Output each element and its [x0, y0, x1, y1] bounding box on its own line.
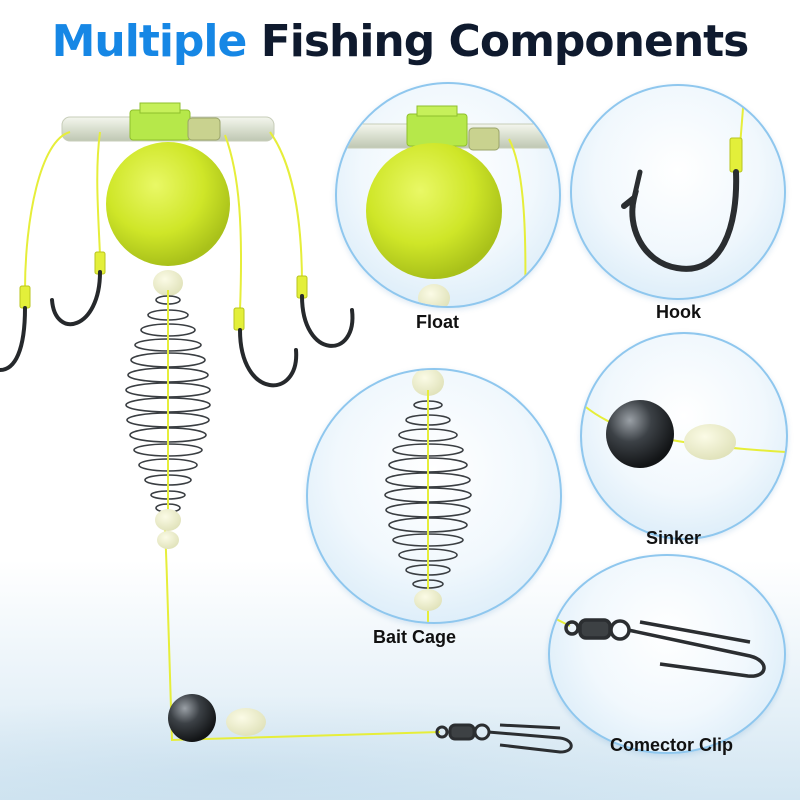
connector-clip-label: Comector Clip: [610, 735, 734, 755]
sinker-icon: [582, 400, 786, 468]
sinker-detail-circle: [580, 332, 788, 540]
main-hooks: [0, 270, 355, 388]
hook-label: Hook: [656, 302, 701, 322]
bait-cage-detail-circle: [306, 368, 562, 624]
float-label: Float: [416, 312, 459, 332]
page-title: Multiple Fishing Components: [0, 12, 800, 72]
bait-cage-label: Bait Cage: [373, 627, 457, 647]
float-icon: [337, 105, 559, 306]
connector-clip-detail-circle: [548, 554, 786, 754]
title-highlight: Multiple: [51, 16, 248, 67]
sinker-label: Sinker: [646, 528, 702, 548]
hook-detail-circle: [570, 84, 786, 300]
main-sinker: [168, 694, 216, 742]
float-clip: [129, 109, 191, 141]
connector-clip-icon: [550, 615, 766, 678]
main-connector-clip: [435, 723, 573, 754]
main-float: [106, 142, 230, 266]
float-detail-circle: [335, 82, 561, 308]
hook-icon: [621, 95, 745, 272]
bait-cage-icon: [384, 370, 472, 622]
title-main: Fishing Components: [260, 16, 750, 67]
